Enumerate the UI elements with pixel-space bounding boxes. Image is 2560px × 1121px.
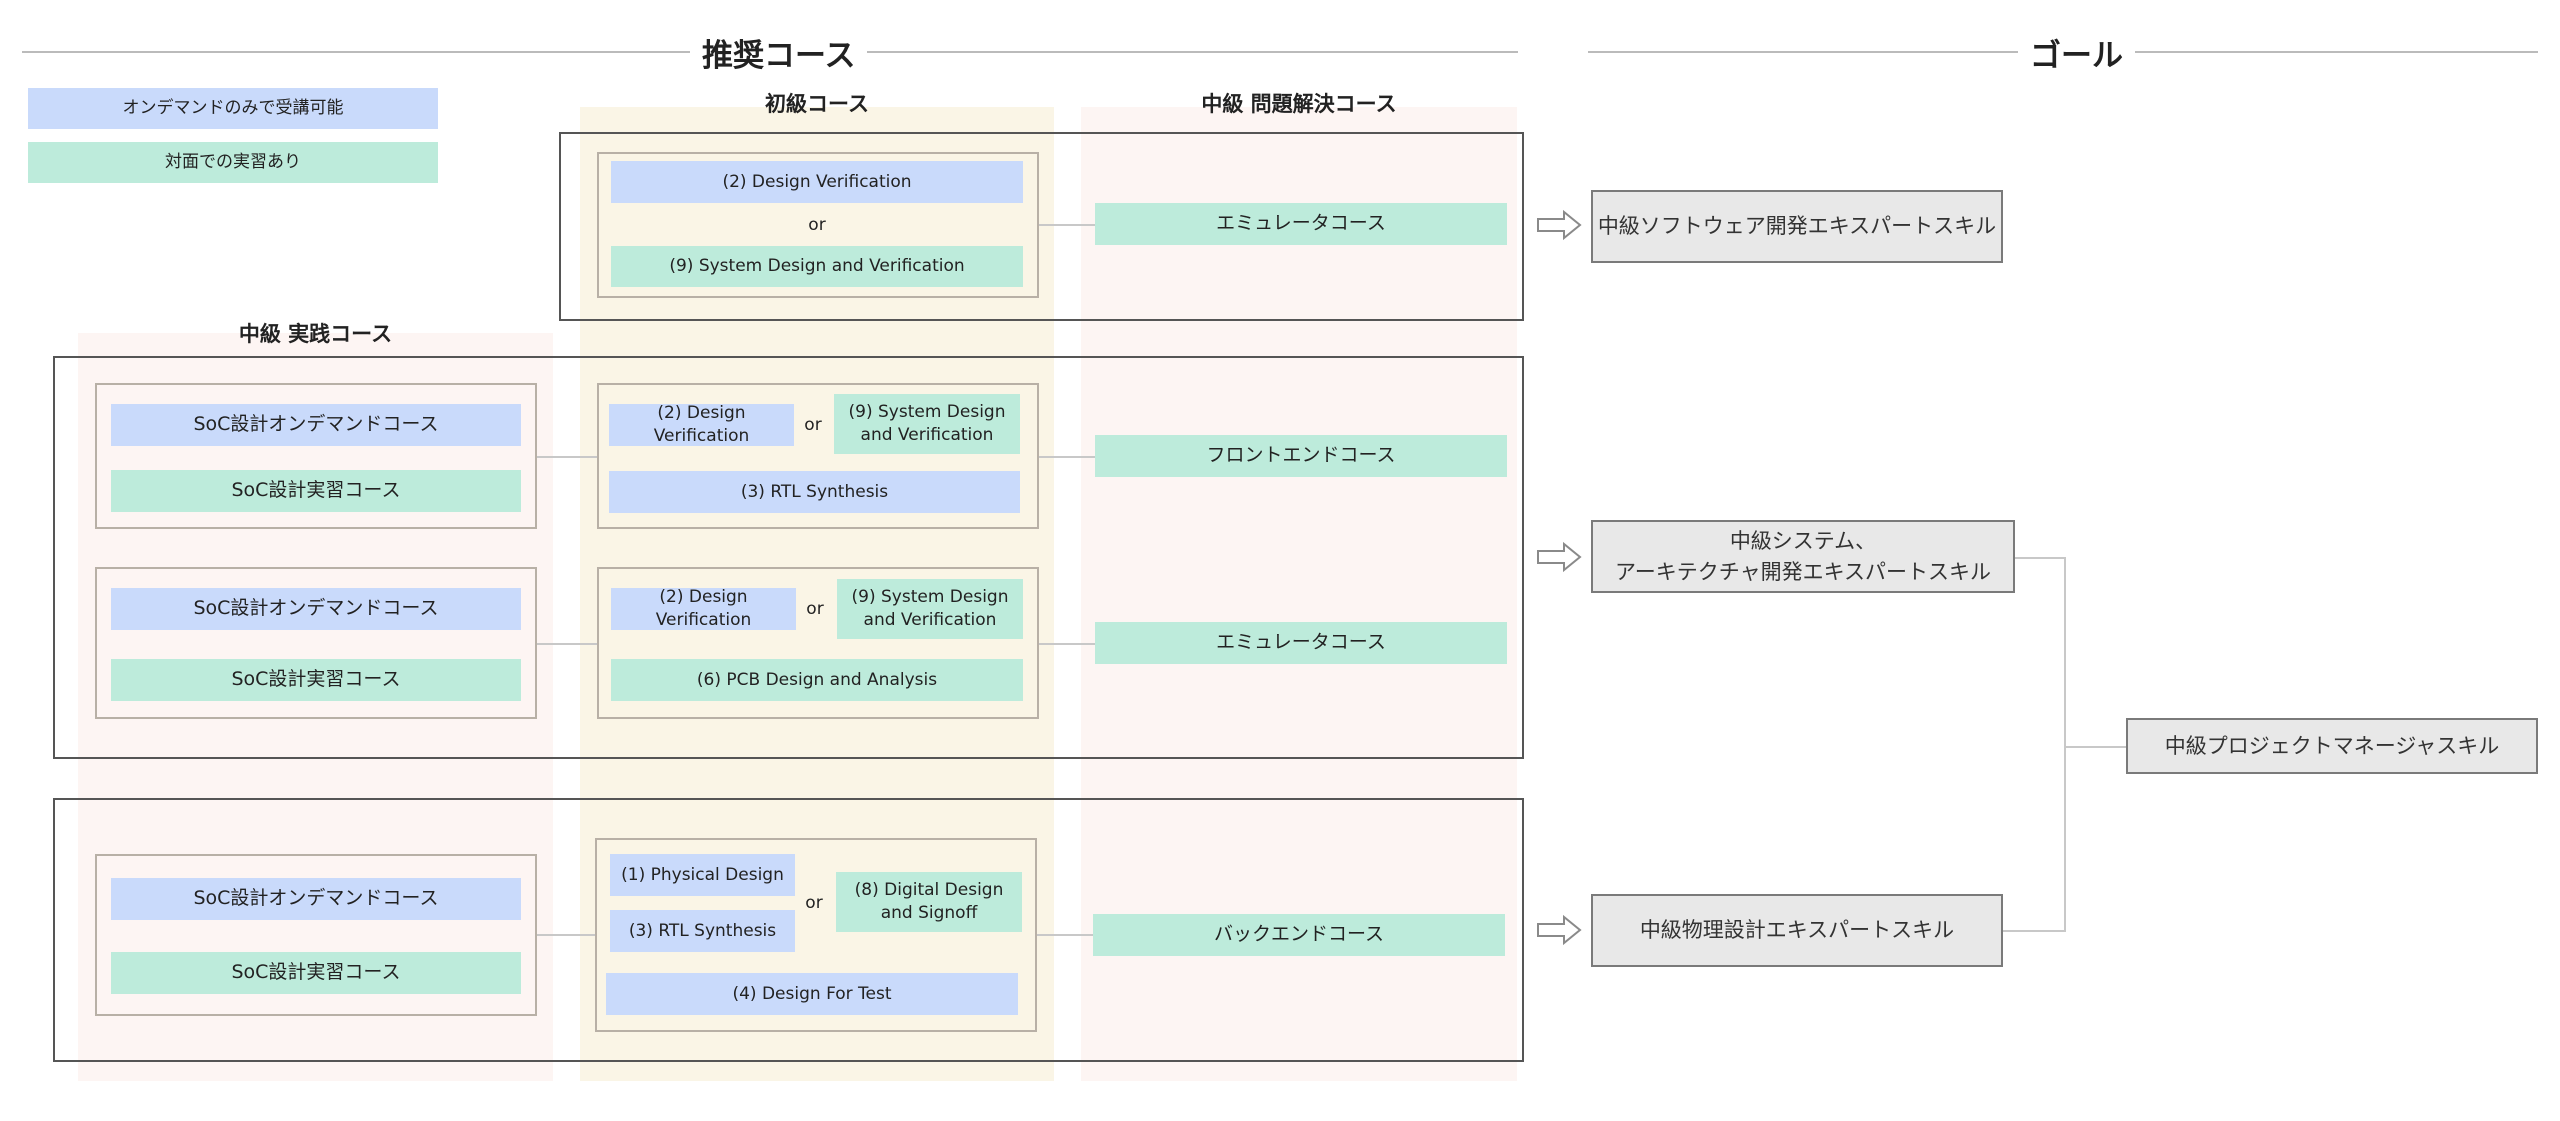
group1-beginner-design-verification[interactable]: (2) Design Verification [611, 161, 1023, 203]
group2-row2-connector-right [1039, 643, 1095, 645]
group3-connector-right [1037, 934, 1093, 936]
group1-or-label: or [808, 215, 826, 235]
legend-ondemand: オンデマンドのみで受講可能 [28, 88, 438, 129]
connector-pm-horizontal [2064, 746, 2126, 748]
arrow-right-icon [1537, 914, 1582, 946]
group2-row1-design-verification[interactable]: (2) Design Verification [609, 403, 794, 446]
group1-frame [559, 132, 1524, 321]
goal-system-line1: 中級システム、 [1729, 529, 1877, 554]
arrow-right-icon [1537, 209, 1582, 241]
group2-row1-practice-box [95, 383, 537, 529]
group2-row2-connector-left [537, 643, 597, 645]
group2-row2-soc-ondemand[interactable]: SoC設計オンデマンドコース [111, 588, 521, 630]
goal-software-expert[interactable]: 中級ソフトウェア開発エキスパートスキル [1591, 190, 2003, 263]
column-title-practice: 中級 実践コース [238, 322, 393, 346]
group2-row2-beginner-box [597, 567, 1039, 719]
connector-system-to-pm [2015, 557, 2065, 559]
legend-handson: 対面での実習あり [28, 142, 438, 183]
group3-physical-design[interactable]: (1) Physical Design [610, 854, 795, 896]
goal-physical-design-expert[interactable]: 中級物理設計エキスパートスキル [1591, 894, 2003, 967]
group3-frame [53, 798, 1524, 1062]
goal-project-manager[interactable]: 中級プロジェクトマネージャスキル [2126, 718, 2538, 774]
group2-frame [53, 356, 1524, 759]
group2-row1-problem-frontend[interactable]: フロントエンドコース [1095, 435, 1507, 477]
group2-row2-practice-box [95, 567, 537, 719]
recommended-section-title: 推奨コース [690, 30, 868, 75]
group3-digital-design-signoff[interactable]: (8) Digital Design and Signoff [836, 872, 1022, 932]
goal-section-title: ゴール [2018, 30, 2135, 75]
group2-row1-connector-left [537, 456, 597, 458]
group2-row2-system-design[interactable]: (9) System Design and Verification [837, 579, 1023, 639]
group3-connector-left [537, 934, 597, 936]
group3-problem-backend[interactable]: バックエンドコース [1093, 914, 1505, 956]
group2-row1-soc-handson[interactable]: SoC設計実習コース [111, 470, 521, 512]
connector-pm-vertical [2064, 557, 2066, 932]
group3-design-for-test[interactable]: (4) Design For Test [606, 973, 1018, 1015]
group3-soc-handson[interactable]: SoC設計実習コース [111, 952, 521, 994]
group1-problem-emulator[interactable]: エミュレータコース [1095, 203, 1507, 245]
group3-practice-box [95, 854, 537, 1016]
arrow-right-icon [1537, 541, 1582, 573]
goal-system-architecture-expert[interactable]: 中級システム、 アーキテクチャ開発エキスパートスキル [1591, 520, 2015, 593]
column-title-problem-solving: 中級 問題解決コース [1201, 92, 1397, 116]
group2-row1-or-label: or [804, 415, 822, 435]
connector-physical-to-pm [2003, 930, 2065, 932]
group3-or-label: or [805, 893, 823, 913]
group3-rtl-synthesis[interactable]: (3) RTL Synthesis [610, 910, 795, 952]
group2-row1-connector-right [1039, 456, 1095, 458]
group2-row1-system-design[interactable]: (9) System Design and Verification [834, 394, 1020, 454]
group3-beginner-box [595, 838, 1037, 1032]
group1-beginner-box [597, 152, 1039, 298]
goal-system-line2: アーキテクチャ開発エキスパートスキル [1615, 559, 1991, 584]
group2-row2-soc-handson[interactable]: SoC設計実習コース [111, 659, 521, 701]
group2-row2-or-label: or [806, 599, 824, 619]
group2-row2-pcb-design[interactable]: (6) PCB Design and Analysis [611, 659, 1023, 701]
group2-row1-soc-ondemand[interactable]: SoC設計オンデマンドコース [111, 404, 521, 446]
group1-beginner-system-design[interactable]: (9) System Design and Verification [611, 246, 1023, 287]
group2-row2-design-verification[interactable]: (2) Design Verification [611, 587, 796, 630]
group1-connector [1039, 224, 1095, 226]
group2-row1-beginner-box [597, 383, 1039, 529]
group2-row2-problem-emulator[interactable]: エミュレータコース [1095, 622, 1507, 664]
group2-row1-rtl-synthesis[interactable]: (3) RTL Synthesis [609, 471, 1020, 513]
group3-soc-ondemand[interactable]: SoC設計オンデマンドコース [111, 878, 521, 920]
column-title-beginner: 初級コース [765, 92, 869, 116]
